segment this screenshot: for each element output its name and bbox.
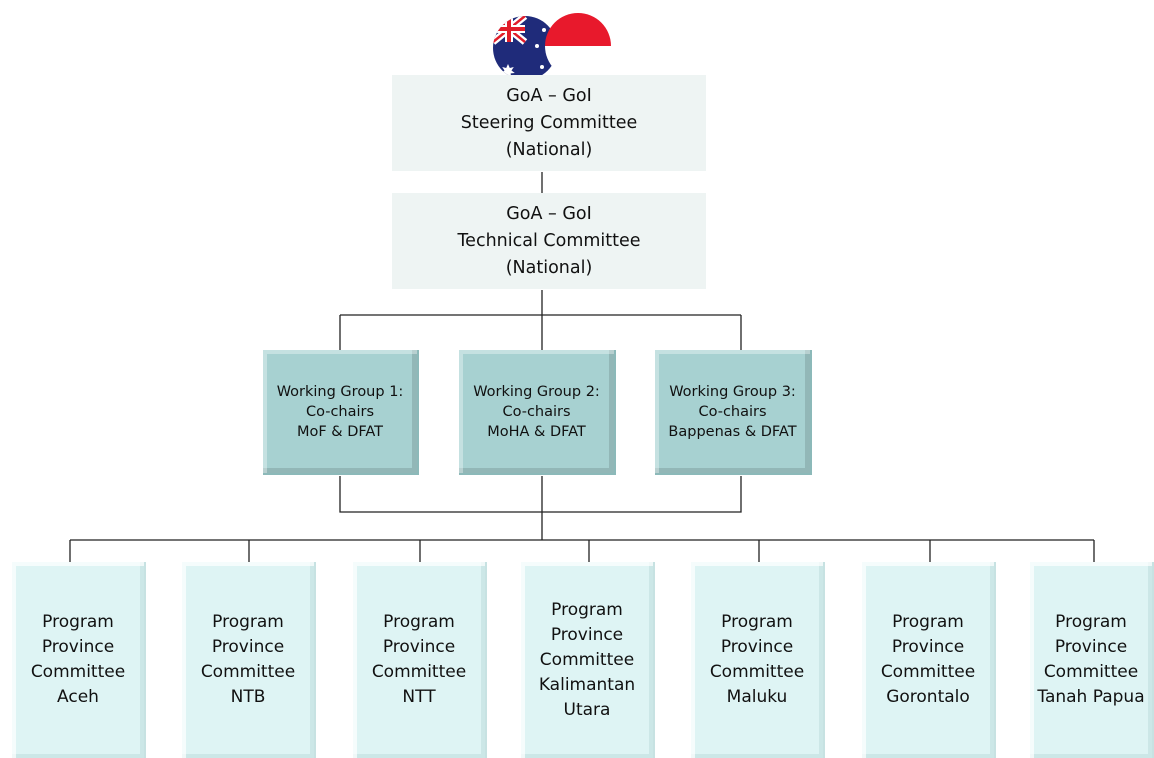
province-committee-label: Program Province Committee Kalimantan Ut… — [538, 599, 636, 720]
working-group-1-label: Working Group 1: Co-chairs MoF & DFAT — [276, 383, 404, 440]
province-committee-ntb: Program Province Committee NTB — [182, 562, 316, 758]
connector-wg-merge — [339, 476, 742, 540]
working-group-1-box: Working Group 1: Co-chairs MoF & DFAT — [263, 350, 419, 475]
working-group-3-label: Working Group 3: Co-chairs Bappenas & DF… — [668, 383, 797, 440]
province-committee-label: Program Province Committee NTT — [371, 612, 467, 707]
province-committee-tanah-papua: Program Province Committee Tanah Papua — [1030, 562, 1154, 758]
working-group-2-box: Working Group 2: Co-chairs MoHA & DFAT — [459, 350, 616, 475]
working-group-3-box: Working Group 3: Co-chairs Bappenas & DF… — [655, 350, 812, 475]
province-committee-label: Program Province Committee Gorontalo — [880, 612, 976, 707]
province-committee-gorontalo: Program Province Committee Gorontalo — [862, 562, 996, 758]
technical-committee-label: GoA – GoI Technical Committee (National) — [457, 203, 641, 278]
working-group-2-label: Working Group 2: Co-chairs MoHA & DFAT — [473, 383, 600, 440]
province-committee-label: Program Province Committee Tanah Papua — [1037, 612, 1145, 707]
province-committee-label: Program Province Committee Aceh — [30, 612, 126, 707]
province-committee-label: Program Province Committee Maluku — [709, 612, 805, 707]
steering-committee-box: GoA – GoI Steering Committee (National) — [392, 75, 706, 171]
steering-committee-label: GoA – GoI Steering Committee (National) — [460, 85, 638, 160]
connector-technical-wg-bus — [339, 290, 742, 350]
technical-committee-box: GoA – GoI Technical Committee (National) — [392, 193, 706, 289]
province-committee-kalimantan-utara: Program Province Committee Kalimantan Ut… — [521, 562, 655, 758]
indonesia-flag-icon — [545, 13, 611, 79]
province-committee-label: Program Province Committee NTB — [200, 612, 296, 707]
flag-emblem — [493, 13, 611, 80]
province-committee-ntt: Program Province Committee NTT — [353, 562, 487, 758]
connector-province-bus — [69, 539, 1095, 562]
province-committee-maluku: Program Province Committee Maluku — [691, 562, 825, 758]
province-committee-aceh: Program Province Committee Aceh — [12, 562, 146, 758]
